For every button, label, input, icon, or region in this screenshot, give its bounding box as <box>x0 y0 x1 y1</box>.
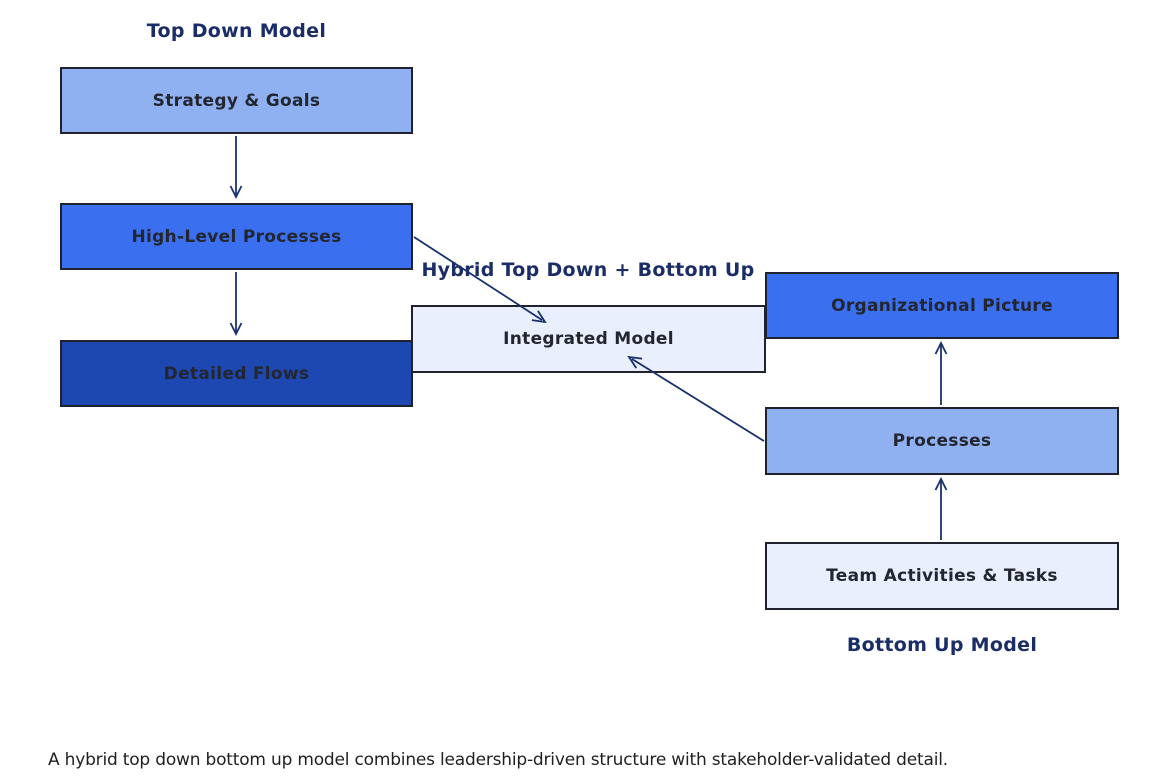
high-level-processes-label: High-Level Processes <box>131 226 342 247</box>
arrow-strategy-to-highlevel-icon <box>229 136 243 200</box>
arrow-highlevel-to-detailed-icon <box>229 272 243 337</box>
bottom-up-model-title: Bottom Up Model <box>846 634 1038 656</box>
hybrid-model-title: Hybrid Top Down + Bottom Up <box>421 259 755 281</box>
integrated-model-box: Integrated Model <box>411 305 766 373</box>
team-activities-tasks-label: Team Activities & Tasks <box>826 566 1058 586</box>
arrow-processes-to-orgpicture-icon <box>934 340 948 405</box>
detailed-flows-label: Detailed Flows <box>163 363 310 384</box>
processes-box: Processes <box>765 407 1119 475</box>
integrated-model-label: Integrated Model <box>503 329 674 349</box>
strategy-goals-box: Strategy & Goals <box>60 67 413 134</box>
organizational-picture-label: Organizational Picture <box>831 295 1053 316</box>
processes-label: Processes <box>892 431 992 451</box>
arrow-team-to-processes-icon <box>934 476 948 540</box>
diagram-caption: A hybrid top down bottom up model combin… <box>48 750 948 770</box>
top-down-model-title: Top Down Model <box>146 20 327 42</box>
detailed-flows-box: Detailed Flows <box>60 340 413 407</box>
organizational-picture-box: Organizational Picture <box>765 272 1119 339</box>
strategy-goals-label: Strategy & Goals <box>152 90 321 111</box>
team-activities-tasks-box: Team Activities & Tasks <box>765 542 1119 610</box>
high-level-processes-box: High-Level Processes <box>60 203 413 270</box>
